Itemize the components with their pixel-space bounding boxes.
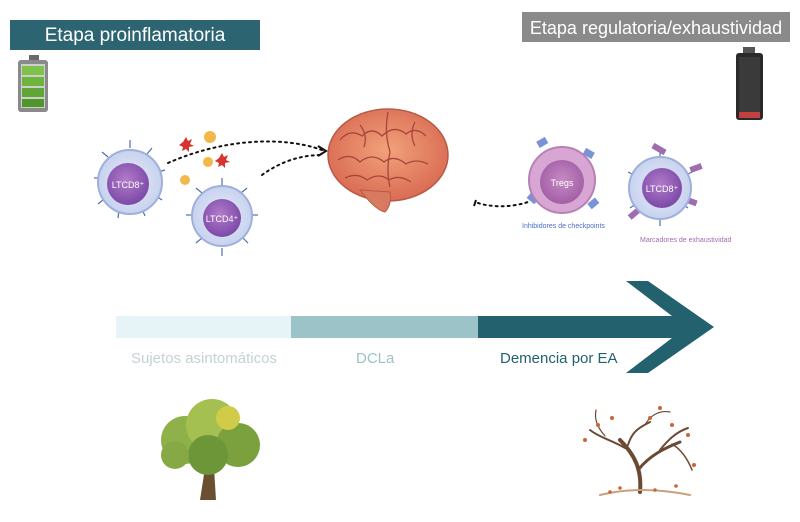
caption-checkpoint-inhibitors: Inhibidores de checkpoints [522,223,605,230]
battery-empty-icon [736,47,763,120]
stage-label-dementia: Demencia por EA [500,350,618,367]
brain-icon [327,108,449,213]
stage-bar-dcla [291,316,478,338]
caption-exhaustion-markers: Marcadores de exhaustividad [640,237,732,244]
label-ltcd8-right: LTCD8⁺ [646,184,679,194]
stage-bar-asymptomatic [116,316,291,338]
withered-tree-icon [589,409,693,496]
arrowhead-brain [317,145,328,157]
stage-label-asymptomatic: Sujetos asintomáticos [131,350,277,367]
cytokine-particles [179,131,230,185]
arrowhead-progression [626,281,714,373]
progression-arrow [116,281,714,373]
banner-regulatory: Etapa regulatoria/exhaustividad [522,12,790,42]
label-tregs: Tregs [551,178,574,188]
stage-label-dcla: DCLa [356,350,395,367]
battery-full-icon [18,55,48,112]
banner-proinflammatory: Etapa proinflamatoria [10,20,260,50]
arrow-cells-to-brain [167,140,323,176]
cell-tregs: Tregs [526,136,600,214]
cell-ltcd8-right: LTCD8⁺ [627,142,703,226]
withered-tree-leaves [583,406,696,494]
healthy-tree-icon [161,399,260,500]
cell-ltcd8-left: LTCD8⁺ [94,140,166,219]
stage-bar-dementia [478,316,678,338]
cell-ltcd4: LTCD4⁺ [186,178,258,256]
inhibition-line [473,199,529,208]
label-ltcd4: LTCD4⁺ [206,214,239,224]
label-ltcd8-left: LTCD8⁺ [112,180,145,190]
